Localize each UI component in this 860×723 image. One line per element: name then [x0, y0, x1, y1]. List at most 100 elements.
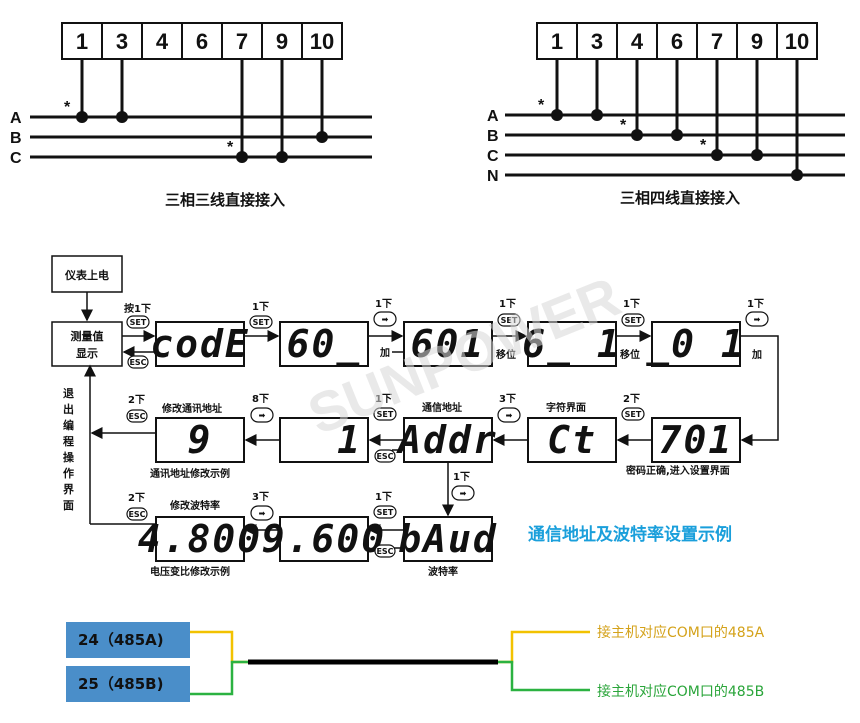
press-count: 1下: [375, 298, 392, 310]
flow-title: 通信地址及波特率设置示例: [528, 524, 732, 545]
button-esc: ESC: [126, 409, 148, 423]
svg-text:SET: SET: [130, 318, 147, 327]
lcd-01: _0 1: [646, 322, 746, 366]
line-label-b: B: [10, 130, 22, 147]
lcd-ct: Ct: [547, 418, 597, 462]
terminal-block-3p3w: [61, 22, 343, 60]
flow-arrows: [90, 330, 779, 536]
label-pwd-ok: 密码正确,进入设置界面: [626, 464, 730, 477]
button-set: SET: [126, 315, 150, 329]
svg-text:SET: SET: [377, 410, 394, 419]
line-label-a: A: [10, 110, 22, 127]
lcd-60: 60_: [287, 322, 362, 366]
line-label-c: C: [487, 148, 499, 165]
star-mark: *: [64, 99, 71, 116]
terminal-label: 10: [785, 29, 809, 54]
button-arrow: ➡: [373, 311, 397, 327]
label-addr-example: 通讯地址修改示例: [150, 467, 230, 480]
line-label-a: A: [487, 108, 499, 125]
svg-text:SET: SET: [625, 316, 642, 325]
power-on-label: 仪表上电: [64, 268, 109, 282]
press-count: 2下: [128, 492, 145, 504]
wire-b-left: [190, 660, 248, 696]
button-set: SET: [373, 407, 397, 421]
lcd-nine: 9: [188, 418, 213, 462]
button-arrow: ➡: [745, 311, 769, 327]
press-count: 8下: [252, 393, 269, 405]
measure-label-1: 测量值: [71, 329, 104, 343]
button-esc: ESC: [374, 449, 396, 463]
lcd-4800: 4.800: [138, 517, 262, 561]
button-arrow: ➡: [250, 505, 274, 521]
svg-text:ESC: ESC: [128, 412, 145, 421]
button-set: SET: [373, 505, 397, 519]
label-baud: 波特率: [428, 565, 458, 578]
terminal-label: 6: [196, 29, 208, 54]
lcd-addr: Addr: [395, 418, 498, 462]
star-mark: *: [227, 139, 234, 156]
terminal-label: 6: [671, 29, 683, 54]
svg-text:➡: ➡: [259, 509, 266, 518]
action-add: 加: [751, 348, 762, 361]
setup-flowchart: 仪表上电 测量值 显示 退 出 编 程 操 作 界 面 codE 60_ 601…: [51, 255, 779, 578]
exit-char: 程: [63, 434, 74, 448]
lcd-one: 1: [337, 418, 362, 462]
svg-text:➡: ➡: [259, 411, 266, 420]
note-485a: 接主机对应COM口的485A: [597, 624, 765, 641]
terminal-label: 4: [156, 29, 169, 54]
terminal-485a-box: [66, 622, 190, 658]
wiring-3p4w: 1 3 4 6 7 9 10 A B C N * *: [487, 22, 845, 207]
button-arrow: ➡: [497, 407, 521, 423]
power-on-box: [51, 255, 123, 293]
press-count: 按1下: [124, 302, 151, 315]
terminal-dividers-3p3w: [101, 23, 303, 59]
lcd-6-1: 6_ 1: [522, 322, 622, 366]
svg-text:ESC: ESC: [376, 452, 393, 461]
button-set: SET: [621, 407, 645, 421]
lcd-frames-row2: [155, 417, 741, 463]
terminal-label: 10: [310, 29, 334, 54]
lcd-frames-row1: [155, 321, 741, 367]
terminal-label: 3: [591, 29, 603, 54]
label-char-ui: 字符界面: [546, 401, 586, 414]
lcd-601: 601: [411, 322, 486, 366]
button-arrow: ➡: [451, 485, 475, 501]
note-485b: 接主机对应COM口的485B: [597, 683, 764, 700]
press-count: 1下: [499, 298, 516, 310]
press-count: 3下: [252, 491, 269, 503]
wire-a-right: [498, 630, 590, 664]
button-esc: ESC: [126, 507, 148, 521]
lcd-code: codE: [150, 322, 250, 366]
wire-a-left: [190, 630, 248, 664]
button-set: SET: [621, 313, 645, 327]
press-count: 1下: [375, 393, 392, 405]
svg-text:ESC: ESC: [128, 510, 145, 519]
terminal-label: 3: [116, 29, 128, 54]
terminal-label: 1: [551, 29, 563, 54]
button-set: SET: [497, 313, 521, 327]
label-modify-baud: 修改波特率: [169, 499, 220, 512]
svg-text:SET: SET: [253, 318, 270, 327]
terminal-485b-label: 25（485B): [78, 675, 163, 693]
svg-text:➡: ➡: [460, 489, 467, 498]
exit-char: 退: [63, 386, 74, 400]
terminal-label: 4: [631, 29, 644, 54]
exit-char: 操: [63, 450, 75, 464]
label-modify-addr: 修改通讯地址: [161, 402, 222, 415]
svg-text:➡: ➡: [506, 411, 513, 420]
press-count: 1下: [623, 298, 640, 310]
rs485-wiring: 24（485A) 25（485B) 接主机对应COM口的485A 接主机对应CO…: [66, 622, 765, 702]
svg-text:SET: SET: [501, 316, 518, 325]
terminal-block-3p4w: [536, 22, 818, 60]
terminal-485b-box: [66, 666, 190, 702]
exit-char: 编: [63, 418, 74, 432]
junction-dots-3p4w: [551, 109, 803, 181]
lcd-baud: bAud: [398, 517, 498, 561]
svg-text:ESC: ESC: [376, 547, 393, 556]
button-arrow: ➡: [250, 407, 274, 423]
phase-lines-3p3w: [30, 59, 372, 159]
star-mark: *: [538, 97, 545, 114]
caption-3p4w: 三相四线直接接入: [620, 189, 740, 207]
line-label-b: B: [487, 128, 499, 145]
